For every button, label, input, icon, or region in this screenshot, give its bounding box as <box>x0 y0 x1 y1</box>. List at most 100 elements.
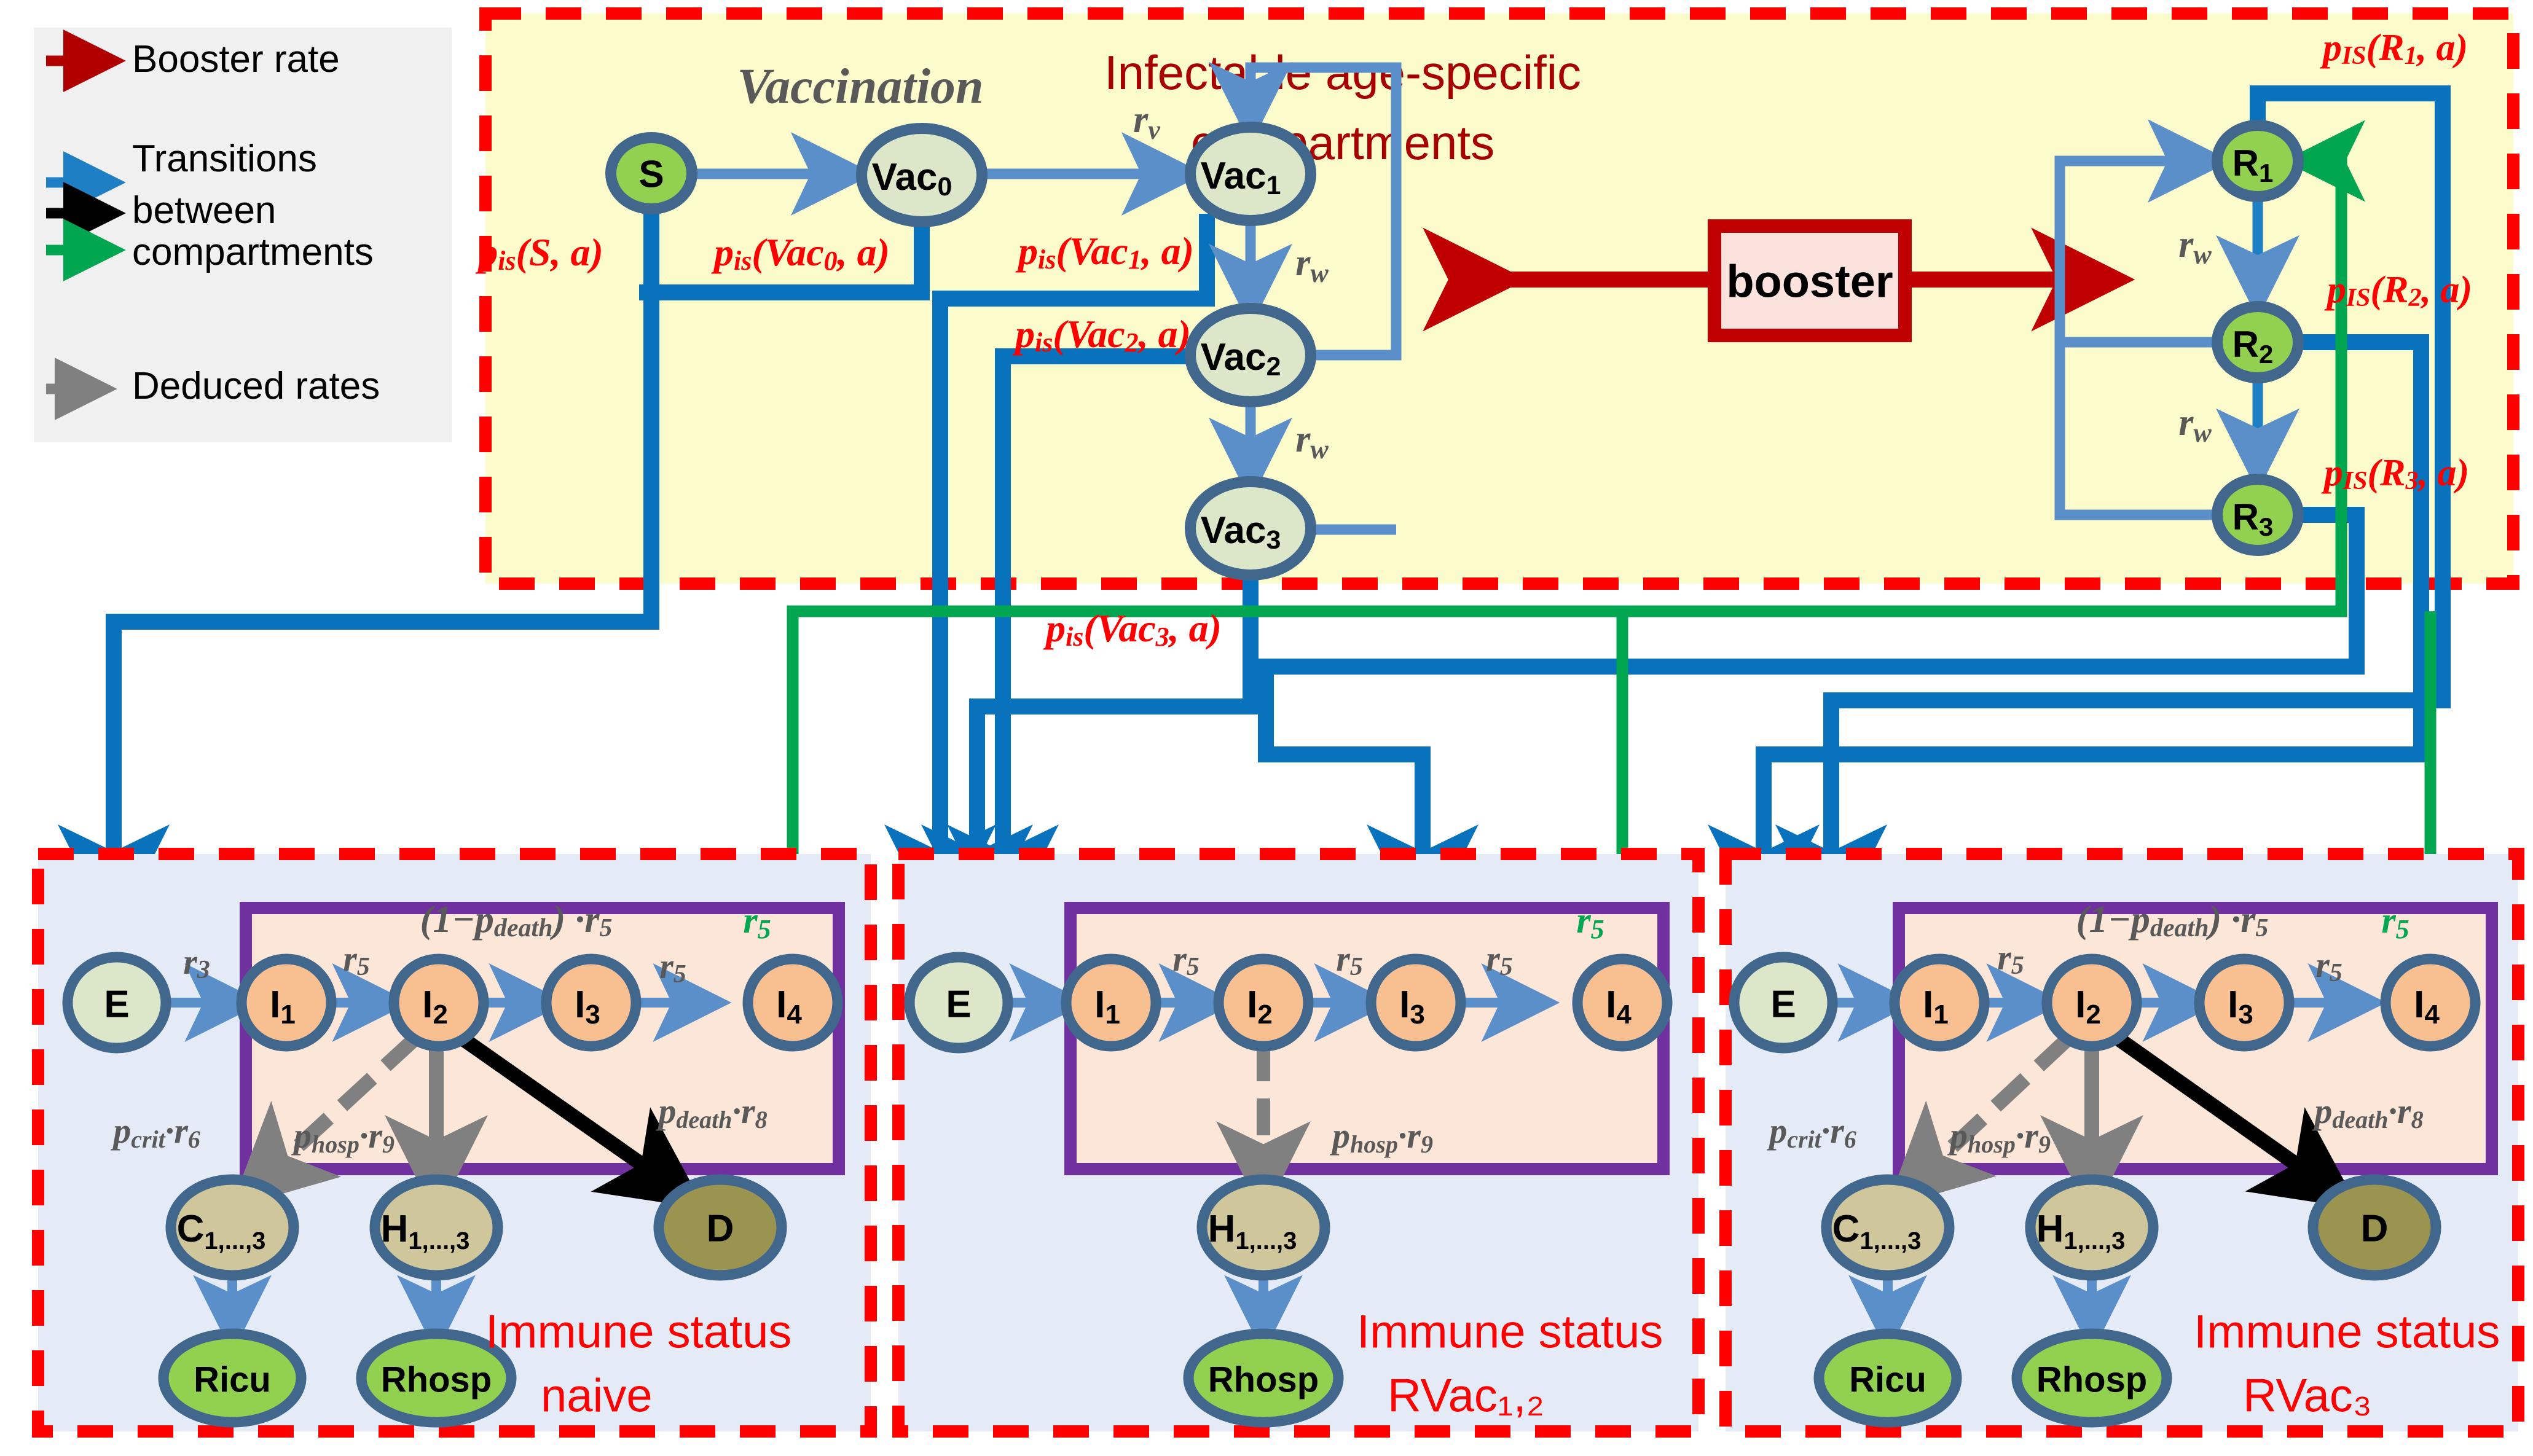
naive-rate-green-r5: r5 <box>743 900 771 944</box>
naive-node-E-label: E <box>104 984 129 1026</box>
rvac3-node-D-label: D <box>2361 1208 2389 1250</box>
rvac12-node-I2-label: I2 <box>1247 984 1273 1030</box>
naive-rate-r5-c: r5 <box>659 946 686 989</box>
rvac3-status-line1: Immune status <box>2194 1306 2500 1358</box>
label-pis-Vac1: pis(Vac1, a) <box>1015 229 1194 275</box>
rvac3-node-I4[interactable]: I4 <box>2380 953 2481 1052</box>
naive-node-E[interactable]: E <box>62 952 171 1054</box>
naive-node-C[interactable]: C1,...,3 <box>165 1174 299 1281</box>
naive-node-H[interactable]: H1,...,3 <box>369 1174 503 1281</box>
node-Vac1-label: Vac1 <box>1201 155 1281 201</box>
rvac3-status-line2: RVac₃ <box>2243 1370 2372 1422</box>
rvac3-rate-r5-c: r5 <box>2315 945 2343 988</box>
rvac3-panel-border <box>1719 848 2524 1438</box>
naive-node-D[interactable]: D <box>653 1174 787 1281</box>
naive-rate-hosp: phosp·r9 <box>291 1116 395 1158</box>
naive-status-line2: naive <box>541 1370 653 1422</box>
node-Vac3-label: Vac3 <box>1201 509 1281 555</box>
node-Vac2-label: Vac2 <box>1201 336 1281 382</box>
rvac12-node-Rhosp[interactable]: Rhosp <box>1183 1328 1344 1428</box>
rvac3-rate-r5-a: r5 <box>1997 937 2024 980</box>
node-Vac2[interactable]: Vac2 <box>1185 303 1316 407</box>
rate-label-rv: rv <box>1133 99 1160 145</box>
rvac12-rate-hosp: phosp·r9 <box>1329 1116 1433 1158</box>
rvac3-node-I2[interactable]: I2 <box>2041 953 2142 1052</box>
legend-panel: Booster rate Transitions between compart… <box>34 28 452 442</box>
naive-node-Rhosp[interactable]: Rhosp <box>356 1328 517 1428</box>
node-R3[interactable]: R3 <box>2212 474 2304 556</box>
rvac3-node-I1-label: I1 <box>1923 984 1949 1030</box>
node-R1[interactable]: R1 <box>2212 120 2304 202</box>
naive-node-I2-label: I2 <box>422 984 448 1030</box>
rvac3-node-I2-label: I2 <box>2075 984 2101 1030</box>
naive-node-I2[interactable]: I2 <box>388 953 489 1052</box>
naive-node-I3[interactable]: I3 <box>541 953 642 1052</box>
rvac12-rate-r5-c: r5 <box>1486 939 1513 982</box>
legend-label-compartments: compartments <box>132 231 374 273</box>
label-pIS-R2: pIS(R2, a) <box>2324 269 2472 312</box>
edge-R1-to-rvac3-E <box>1775 85 2451 936</box>
naive-rate-r5-a: r5 <box>343 939 370 982</box>
rvac12-node-I1[interactable]: I1 <box>1061 953 1161 1052</box>
rvac3-node-E[interactable]: E <box>1729 952 1838 1054</box>
panel-immune-status-rvac12: E I1 I2 I3 I4 H1,...,3 Rhosp r5 <box>892 848 1705 1438</box>
node-Vac1[interactable]: Vac1 <box>1185 122 1316 226</box>
booster-box[interactable] <box>1708 219 1912 342</box>
rvac3-rate-green-r5: r5 <box>2381 900 2409 944</box>
rvac12-node-Rhosp-label: Rhosp <box>1208 1360 1319 1400</box>
node-Vac3[interactable]: Vac3 <box>1185 476 1316 581</box>
rvac12-node-E[interactable]: E <box>904 952 1013 1054</box>
rvac3-node-I3-label: I3 <box>2228 984 2253 1030</box>
rvac12-rate-r5-a: r5 <box>1172 939 1200 982</box>
vaccination-title: Vaccination <box>737 58 984 114</box>
node-Vac0[interactable]: Vac0 <box>856 123 988 227</box>
label-pis-Vac2: pis(Vac2, a) <box>1012 312 1191 358</box>
label-pis-Vac3: pis(Vac3, a) <box>1043 606 1222 652</box>
edge-S-to-naive-E <box>58 214 659 936</box>
naive-node-Ricu[interactable]: Ricu <box>158 1328 307 1428</box>
label-pIS-R1: pIS(R1, a) <box>2320 27 2468 70</box>
naive-node-I4[interactable]: I4 <box>742 953 843 1052</box>
label-pIS-R3: pIS(R3, a) <box>2321 452 2469 495</box>
rvac3-edge-I2-to-C <box>1885 1033 2074 1209</box>
edge-Vac2-to-rvac12-E <box>947 348 1190 936</box>
naive-edge-I2-to-C <box>230 1033 421 1209</box>
naive-status-line1: Immune status <box>485 1306 791 1358</box>
rvac3-node-I1[interactable]: I1 <box>1889 953 1990 1052</box>
rvac3-node-C[interactable]: C1,...,3 <box>1821 1174 1955 1281</box>
top-panel-border <box>479 7 2519 590</box>
rvac3-rate-death: pdeath·r8 <box>2311 1091 2423 1133</box>
naive-node-D-label: D <box>707 1208 734 1250</box>
rvac3-node-I3[interactable]: I3 <box>2194 953 2295 1052</box>
rvac3-node-C-label: C1,...,3 <box>1832 1208 1922 1255</box>
rvac12-node-I3-label: I3 <box>1399 984 1425 1030</box>
rvac12-node-I4-label: I4 <box>1606 984 1632 1030</box>
rvac12-node-I2[interactable]: I2 <box>1213 953 1314 1052</box>
naive-rate-crit: pcrit·r6 <box>110 1111 200 1153</box>
naive-panel-border <box>32 848 877 1438</box>
rvac3-node-Ricu-label: Ricu <box>1849 1360 1926 1400</box>
rvac12-panel-border <box>892 848 1705 1438</box>
legend-label-between: between <box>132 189 277 232</box>
rvac12-status-line2: RVac₁,₂ <box>1388 1370 1544 1422</box>
node-S-label: S <box>638 154 664 196</box>
node-R2[interactable]: R2 <box>2212 301 2304 383</box>
rate-label-rw-vac2: rw <box>1295 418 1329 464</box>
naive-node-I1-label: I1 <box>270 984 296 1030</box>
rvac12-node-I3[interactable]: I3 <box>1365 953 1466 1052</box>
node-R1-label: R1 <box>2233 143 2274 187</box>
rvac12-node-I1-label: I1 <box>1094 984 1120 1030</box>
naive-rate-death: pdeath·r8 <box>655 1091 767 1133</box>
naive-node-I4-label: I4 <box>776 984 802 1030</box>
rvac12-node-I4[interactable]: I4 <box>1572 953 1673 1052</box>
node-R3-label: R3 <box>2233 496 2274 541</box>
rvac12-node-H[interactable]: H1,...,3 <box>1196 1174 1330 1281</box>
rvac3-node-H[interactable]: H1,...,3 <box>2025 1174 2159 1281</box>
rvac3-node-Ricu[interactable]: Ricu <box>1813 1328 1962 1428</box>
edge-R3-to-rvac3-E <box>1258 507 2365 936</box>
rvac3-node-Rhosp[interactable]: Rhosp <box>2011 1328 2172 1428</box>
naive-node-I1[interactable]: I1 <box>236 953 337 1052</box>
rvac3-node-D[interactable]: D <box>2307 1174 2441 1281</box>
node-S[interactable]: S <box>605 132 697 214</box>
